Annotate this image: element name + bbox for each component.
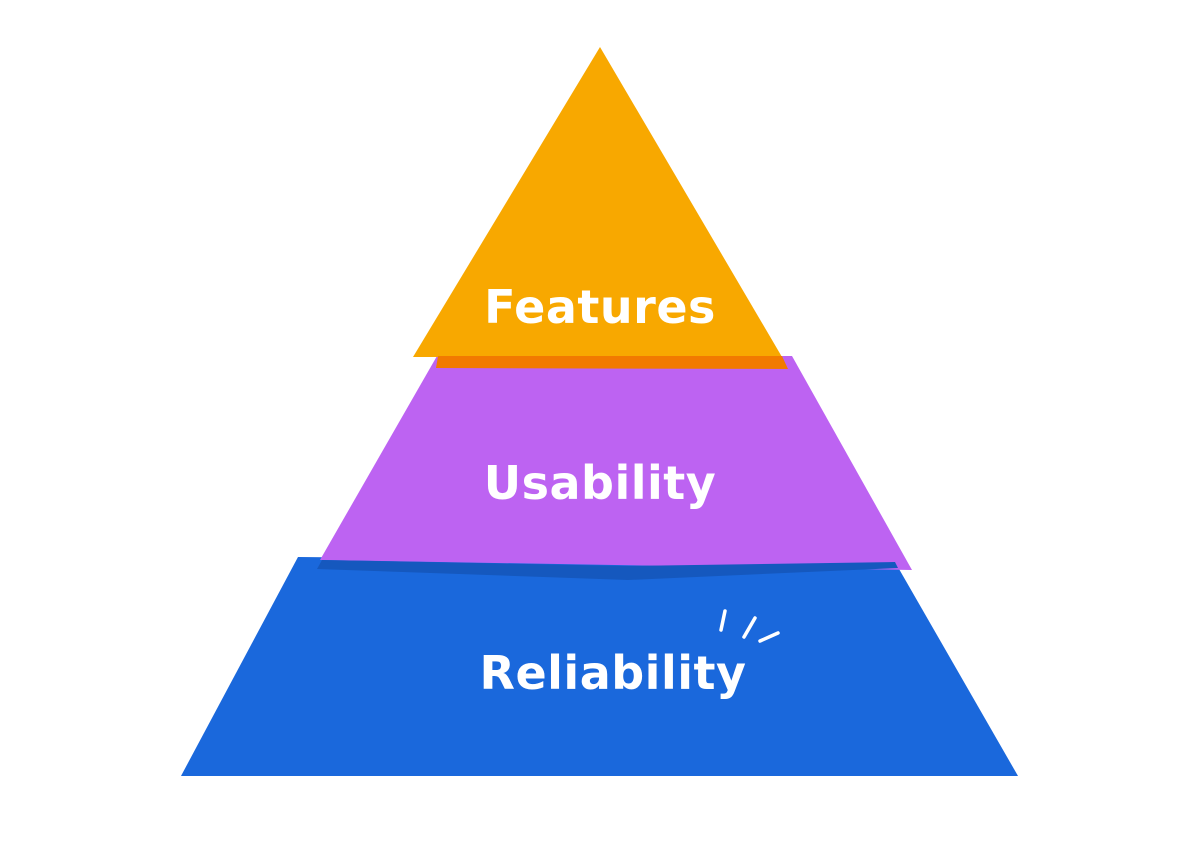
layer-overlap-strip-bottom: [317, 560, 898, 580]
pyramid-layer-usability: [320, 356, 912, 570]
pyramid-layer-reliability: [181, 557, 1018, 776]
layer-overlap-strip-top: [436, 356, 788, 369]
layer-label-features: Features: [484, 280, 716, 334]
layer-label-reliability: Reliability: [480, 646, 747, 700]
sparkle-icon: [719, 609, 780, 643]
pyramid-layer-features: [413, 47, 782, 357]
layer-label-usability: Usability: [484, 456, 716, 510]
